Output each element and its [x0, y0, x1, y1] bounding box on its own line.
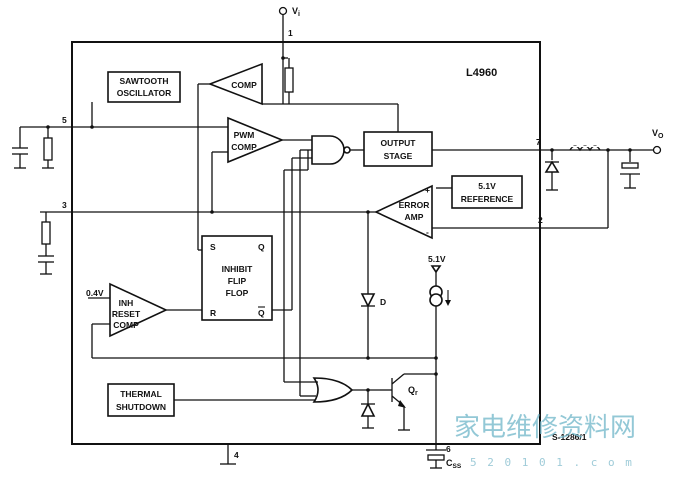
- watermark-text: 家电维修资料网: [454, 413, 636, 443]
- thermal-label-1: THERMAL: [120, 389, 162, 399]
- pin-1: 1: [288, 28, 293, 38]
- ff-s-label: S: [210, 242, 216, 252]
- vi-sub: i: [298, 11, 300, 18]
- error-plus: +: [425, 185, 430, 195]
- ff-qbar-label: Q: [258, 308, 265, 318]
- ff-label-2: FLIP: [228, 276, 247, 286]
- error-label-2: AMP: [405, 212, 424, 222]
- error-minus: -: [426, 227, 429, 237]
- svg-text:CSS: CSS: [446, 458, 462, 470]
- v04-label: 0.4V: [86, 288, 104, 298]
- ff-r-label: R: [210, 308, 216, 318]
- sawtooth-label-2: OSCILLATOR: [117, 88, 171, 98]
- pin-6: 6: [446, 444, 451, 454]
- qr-sub: r: [415, 390, 418, 397]
- output-label-1: OUTPUT: [381, 138, 417, 148]
- or-gate: [312, 377, 354, 403]
- flip-flop-block: [201, 235, 273, 321]
- svg-text:Vi: Vi: [292, 6, 300, 18]
- pwm-label-1: PWM: [234, 130, 255, 140]
- reference-block: [451, 175, 523, 209]
- pwm-comparator-triangle: [227, 116, 285, 164]
- thermal-label-2: SHUTDOWN: [116, 402, 166, 412]
- vi-label: V: [292, 6, 298, 16]
- svg-text:Qr: Qr: [408, 385, 418, 397]
- output-capacitor: [621, 162, 639, 169]
- pin-3: 3: [62, 200, 67, 210]
- qr-label: Q: [408, 385, 415, 395]
- vo-sub: O: [658, 133, 664, 140]
- diode-d: [360, 293, 376, 308]
- watermark-url: 5 2 0 1 0 1 . c o m: [470, 456, 634, 469]
- ic-outline: [71, 41, 541, 445]
- catch-diode: [544, 160, 560, 173]
- pwm-label-2: COMP: [231, 142, 257, 152]
- error-amp-triangle: [374, 184, 433, 240]
- thermal-shutdown-block: [107, 383, 175, 417]
- reference-label-2: REFERENCE: [461, 194, 514, 204]
- sawtooth-oscillator-block: [107, 71, 181, 103]
- vo-label: V: [652, 128, 658, 138]
- vi-terminal: [278, 6, 288, 16]
- pin3-resistor: [41, 221, 51, 245]
- vi-resistor: [284, 67, 294, 93]
- drawing-code: S-1286/1: [552, 432, 587, 442]
- pin-2: 2: [538, 215, 543, 225]
- comp-label: COMP: [231, 80, 257, 90]
- pin5-resistor: [43, 137, 53, 161]
- svg-text:VO: VO: [652, 128, 664, 140]
- inh-label-1: INH: [119, 298, 134, 308]
- output-stage-block: [363, 131, 433, 167]
- pin-4: 4: [234, 450, 239, 460]
- error-label-1: ERROR: [399, 200, 430, 210]
- diode-d-label: D: [380, 297, 386, 307]
- ff-label-1: INHIBIT: [222, 264, 254, 274]
- ff-label-3: FLOP: [226, 288, 249, 298]
- clamp-diode: [360, 402, 376, 417]
- reference-label-1: 5.1V: [478, 181, 496, 191]
- pin-7: 7: [536, 137, 541, 147]
- sawtooth-label-1: SAWTOOTH: [120, 76, 169, 86]
- pin-5: 5: [62, 115, 67, 125]
- inh-label-3: COMP: [113, 320, 139, 330]
- css-sub: SS: [453, 463, 462, 470]
- inh-reset-comp-triangle: [109, 282, 168, 338]
- v51-label: 5.1V: [428, 254, 446, 264]
- inh-label-2: RESET: [112, 309, 141, 319]
- css-label: C: [446, 458, 453, 468]
- css-capacitor: [427, 454, 445, 461]
- vo-terminal: [652, 145, 662, 155]
- comp-triangle: [207, 62, 263, 106]
- ff-q-label: Q: [258, 242, 265, 252]
- output-label-2: STAGE: [384, 151, 413, 161]
- nand-gate: [311, 135, 345, 165]
- chip-name: L4960: [466, 67, 497, 79]
